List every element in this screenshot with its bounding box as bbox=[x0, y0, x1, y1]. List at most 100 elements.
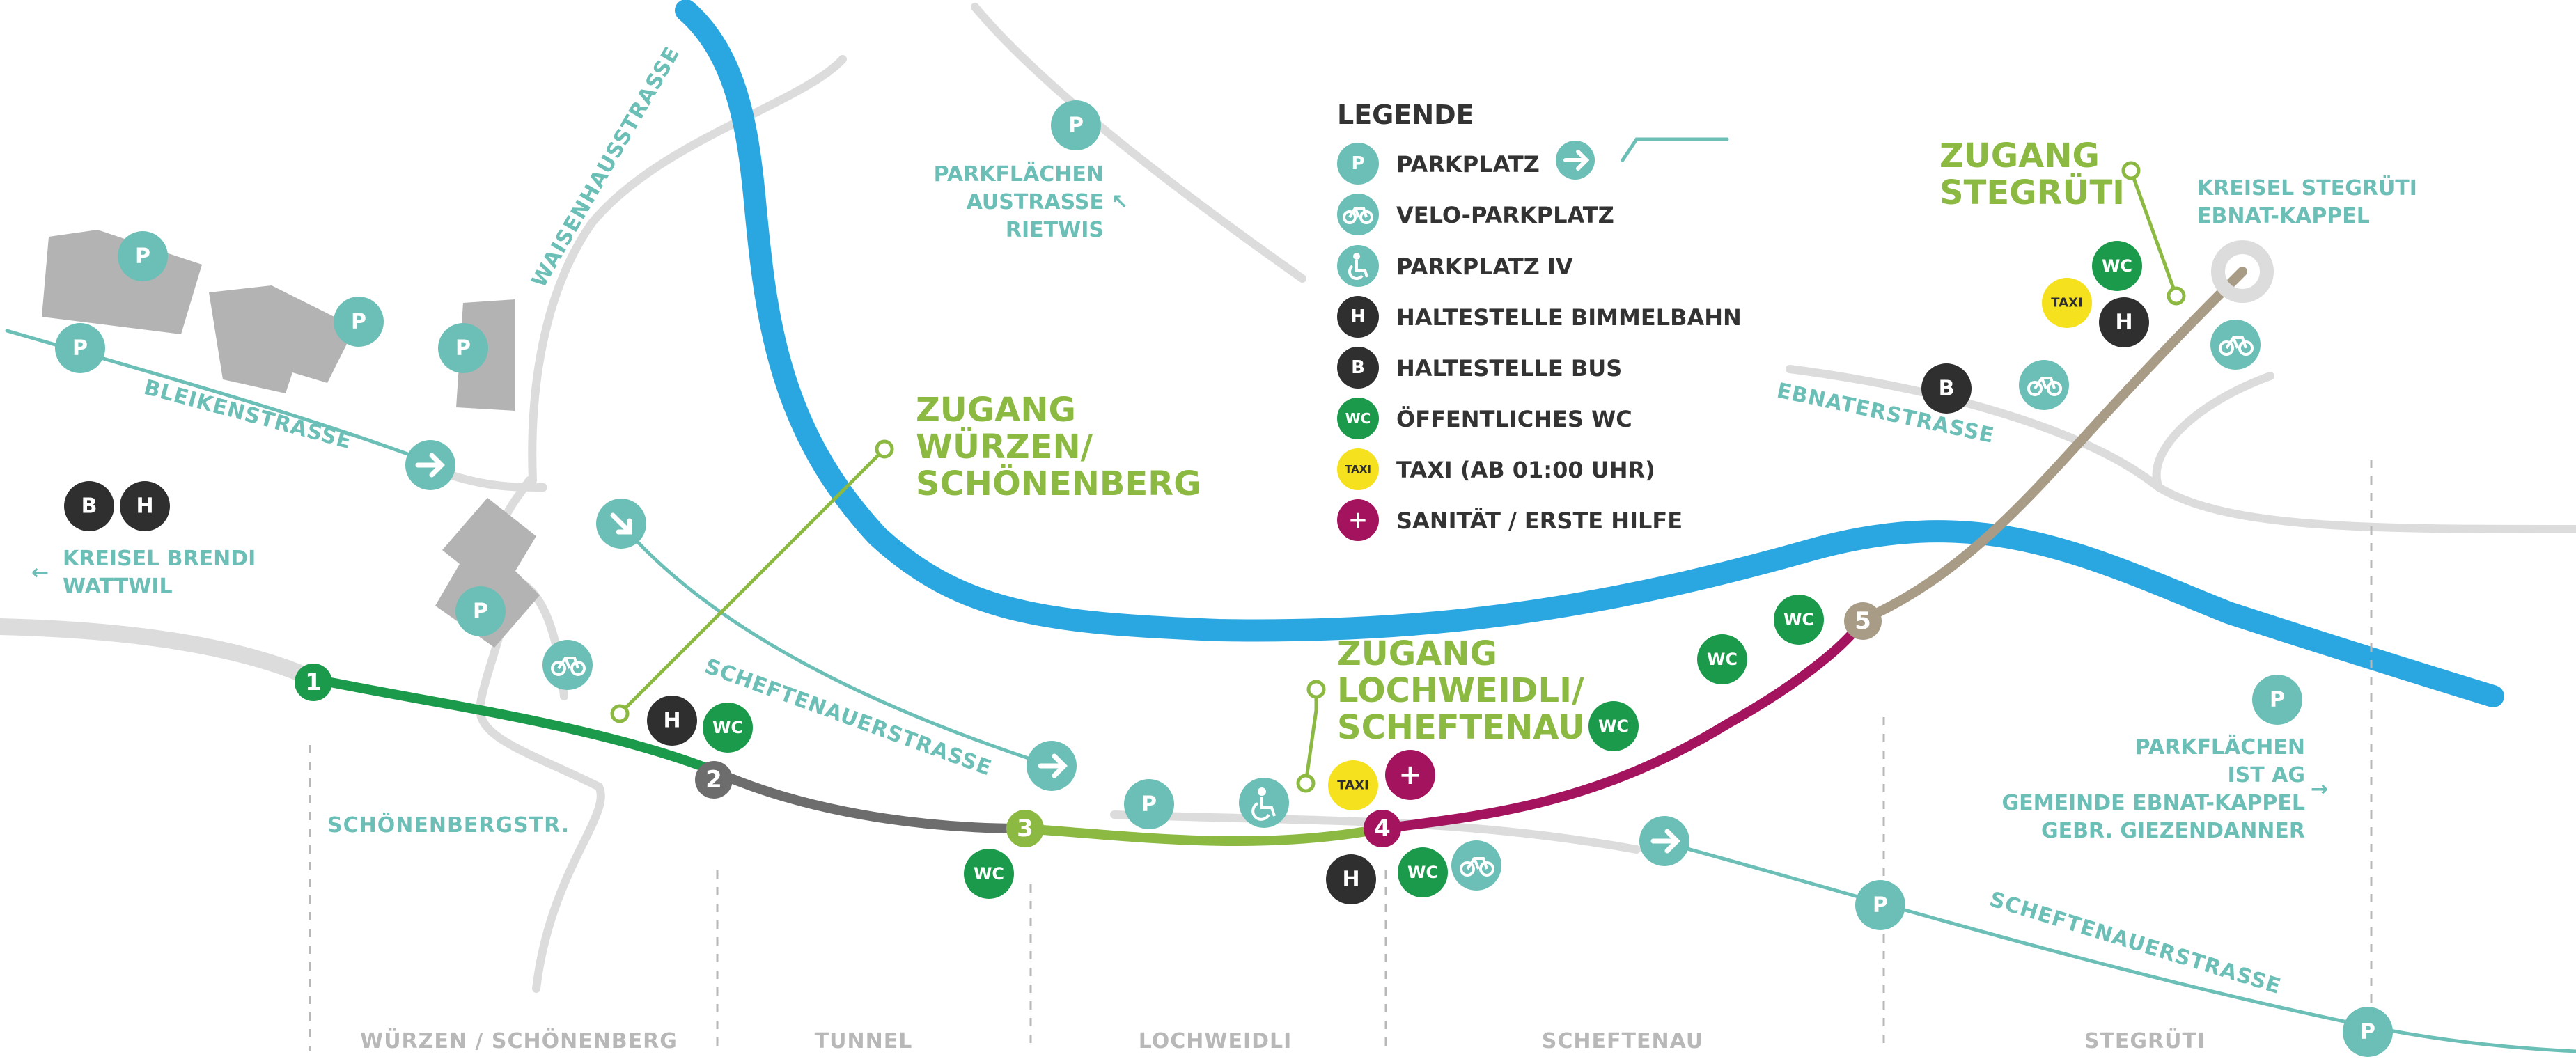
bicycle-icon[interactable] bbox=[2019, 360, 2069, 410]
route-stations: 1 2 3 4 5 bbox=[295, 602, 1882, 847]
route-segment-1 bbox=[309, 674, 715, 774]
svg-text:P: P bbox=[1141, 792, 1157, 817]
route-segment-2 bbox=[705, 764, 1029, 833]
svg-text:P: P bbox=[2360, 1020, 2375, 1044]
svg-text:P: P bbox=[135, 244, 150, 269]
svg-text:GEMEINDE EBNAT-KAPPEL: GEMEINDE EBNAT-KAPPEL bbox=[2002, 791, 2305, 815]
access-pointers bbox=[610, 161, 2186, 793]
legend-item-bus: B HALTESTELLE BUS bbox=[1337, 347, 1622, 389]
svg-text:IST AG: IST AG bbox=[2227, 763, 2305, 787]
station-4[interactable]: 4 bbox=[1364, 810, 1401, 847]
parking-icon[interactable]: P bbox=[438, 323, 488, 373]
svg-text:SCHEFTENAU: SCHEFTENAU bbox=[1337, 708, 1585, 747]
wc-icon[interactable]: WC bbox=[2092, 241, 2142, 291]
parking-icon[interactable]: P bbox=[455, 586, 506, 636]
svg-text:P: P bbox=[1068, 113, 1084, 138]
svg-text:SANITÄT / ERSTE HILFE: SANITÄT / ERSTE HILFE bbox=[1396, 508, 1683, 534]
parking-icon[interactable]: P bbox=[55, 323, 105, 373]
taxi-icon[interactable]: TAXI bbox=[2042, 278, 2092, 328]
wc-icon[interactable]: WC bbox=[964, 849, 1014, 899]
svg-text:2: 2 bbox=[705, 766, 722, 794]
wc-icon[interactable]: WC bbox=[1697, 634, 1747, 684]
station-1[interactable]: 1 bbox=[295, 664, 332, 701]
parking-icon[interactable]: P bbox=[334, 297, 384, 347]
legend-item-iv: PARKPLATZ IV bbox=[1337, 245, 1573, 287]
h-stop-icon[interactable]: H bbox=[647, 696, 697, 746]
first-aid-icon bbox=[1337, 499, 1379, 541]
svg-text:PARKPLATZ IV: PARKPLATZ IV bbox=[1396, 253, 1573, 280]
parking-icon[interactable]: P bbox=[2252, 675, 2302, 725]
legend-title: LEGENDE bbox=[1337, 100, 1474, 130]
wc-icon[interactable]: WC bbox=[1588, 701, 1639, 751]
arrow-northwest-icon: ↖ bbox=[1111, 190, 1128, 214]
taxi-icon bbox=[1337, 448, 1379, 490]
bicycle-icon[interactable] bbox=[1451, 840, 1501, 891]
street-label-schoenenbergstr: SCHÖNENBERGSTR. bbox=[327, 812, 570, 838]
zone-label-wuerzen: WÜRZEN / SCHÖNENBERG bbox=[360, 1028, 678, 1053]
svg-text:GEBR. GIEZENDANNER: GEBR. GIEZENDANNER bbox=[2041, 819, 2305, 843]
svg-text:PARKFLÄCHEN: PARKFLÄCHEN bbox=[2135, 735, 2305, 760]
station-3[interactable]: 3 bbox=[1006, 810, 1044, 847]
svg-text:B: B bbox=[1939, 377, 1955, 401]
first-aid-icon[interactable]: + bbox=[1385, 750, 1435, 800]
parking-icon[interactable]: P bbox=[118, 231, 168, 281]
svg-text:P: P bbox=[72, 336, 88, 361]
bicycle-icon[interactable] bbox=[542, 640, 593, 690]
direction-arrow-icon[interactable] bbox=[596, 499, 646, 549]
svg-text:WC: WC bbox=[1598, 716, 1629, 736]
svg-text:3: 3 bbox=[1017, 815, 1033, 842]
svg-text:P: P bbox=[455, 336, 471, 361]
svg-text:WC: WC bbox=[2102, 256, 2132, 276]
zone-label-scheftenau: SCHEFTENAU bbox=[1542, 1029, 1703, 1053]
wc-icon[interactable]: WC bbox=[1398, 847, 1448, 897]
svg-text:TAXI (AB 01:00 UHR): TAXI (AB 01:00 UHR) bbox=[1396, 457, 1655, 483]
bus-stop-icon[interactable]: B bbox=[1921, 363, 1972, 414]
h-stop-icon[interactable]: H bbox=[1326, 854, 1376, 904]
svg-text:5: 5 bbox=[1855, 607, 1871, 635]
zone-labels: WÜRZEN / SCHÖNENBERG TUNNEL LOCHWEIDLI S… bbox=[360, 1028, 2206, 1053]
bicycle-icon[interactable] bbox=[2210, 320, 2261, 370]
label-zugang-wuerzen: ZUGANG WÜRZEN/ SCHÖNENBERG bbox=[916, 391, 1201, 503]
svg-text:WC: WC bbox=[712, 718, 743, 737]
direction-arrow-icon[interactable] bbox=[1639, 816, 1689, 866]
svg-text:WC: WC bbox=[1783, 610, 1814, 629]
h-stop-icon[interactable]: H bbox=[2099, 297, 2149, 347]
station-5[interactable]: 5 bbox=[1844, 602, 1882, 640]
svg-text:PARKPLATZ: PARKPLATZ bbox=[1396, 151, 1540, 178]
bus-stop-icon[interactable]: B bbox=[64, 481, 114, 531]
svg-text:RIETWIS: RIETWIS bbox=[1006, 218, 1104, 242]
direction-arrow-icon[interactable] bbox=[1027, 741, 1077, 791]
svg-text:P: P bbox=[2270, 688, 2285, 712]
parking-icon[interactable]: P bbox=[1124, 779, 1174, 829]
taxi-icon[interactable]: TAXI bbox=[1328, 760, 1378, 810]
h-stop-icon[interactable]: H bbox=[120, 481, 170, 531]
wheelchair-icon[interactable] bbox=[1239, 778, 1289, 828]
parking-icon[interactable]: P bbox=[2343, 1007, 2393, 1057]
wc-icon[interactable]: WC bbox=[703, 703, 753, 753]
svg-text:TAXI: TAXI bbox=[1345, 463, 1371, 476]
zone-label-stegrueti: STEGRÜTI bbox=[2084, 1028, 2206, 1053]
svg-text:HALTESTELLE BUS: HALTESTELLE BUS bbox=[1396, 355, 1622, 382]
wc-icon[interactable]: WC bbox=[1774, 595, 1824, 645]
parking-icon[interactable]: P bbox=[1051, 100, 1101, 150]
river bbox=[675, 0, 2504, 707]
svg-text:ÖFFENTLICHES WC: ÖFFENTLICHES WC bbox=[1396, 406, 1632, 432]
parking-icon[interactable]: P bbox=[1855, 880, 1905, 930]
label-zugang-lochweidli: ZUGANG LOCHWEIDLI/ SCHEFTENAU bbox=[1337, 634, 1585, 747]
station-2[interactable]: 2 bbox=[695, 761, 733, 799]
svg-text:ZUGANG: ZUGANG bbox=[916, 391, 1076, 430]
route-segment-5 bbox=[1858, 267, 2247, 625]
label-kreisel-stegrueti: KREISEL STEGRÜTI EBNAT-KAPPEL bbox=[2197, 175, 2417, 228]
svg-text:H: H bbox=[136, 494, 153, 519]
svg-text:WC: WC bbox=[1707, 650, 1738, 669]
zone-label-lochweidli: LOCHWEIDLI bbox=[1139, 1029, 1293, 1053]
arrow-left-icon: ← bbox=[31, 560, 49, 585]
label-kreisel-brendi: KREISEL BRENDI WATTWIL bbox=[63, 547, 256, 599]
svg-text:P: P bbox=[473, 599, 488, 624]
direction-arrow-icon[interactable] bbox=[405, 440, 455, 490]
svg-text:EBNAT-KAPPEL: EBNAT-KAPPEL bbox=[2197, 204, 2370, 228]
map-icons: P P P P P P P P P P H H H H B B WC WC WC… bbox=[55, 100, 2393, 1057]
svg-text:TAXI: TAXI bbox=[1337, 778, 1368, 793]
legend-item-bimmelbahn: H HALTESTELLE BIMMELBAHN bbox=[1337, 296, 1742, 338]
